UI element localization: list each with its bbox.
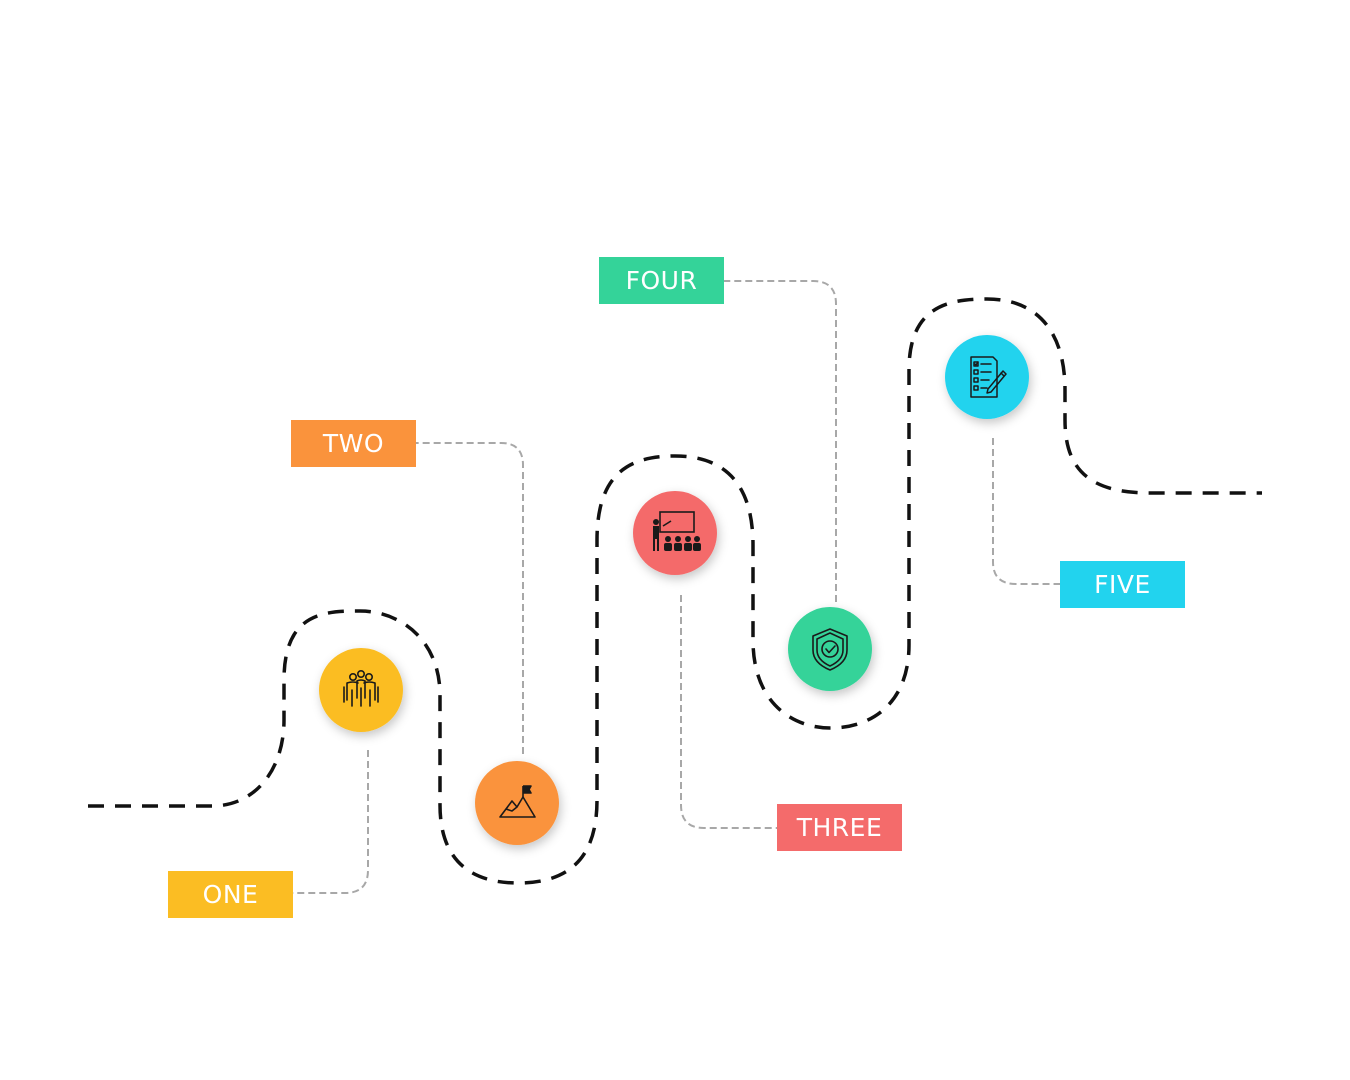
connector-three: [680, 595, 777, 829]
step-one-label: ONE: [168, 871, 293, 918]
step-two-circle: [475, 761, 559, 845]
step-four-circle: [788, 607, 872, 691]
presentation-icon: [653, 511, 701, 551]
step-three-label: THREE: [777, 804, 902, 851]
step-three-circle: [633, 491, 717, 575]
connector-five: [992, 438, 1060, 585]
step-five-circle: [945, 335, 1029, 419]
step-four-label: FOUR: [599, 257, 724, 304]
connector-four: [724, 280, 837, 602]
connector-one: [293, 750, 369, 894]
connector-two: [416, 442, 524, 754]
shield-check-icon: [812, 628, 848, 671]
step-five-label: FIVE: [1060, 561, 1185, 608]
checklist-pen-icon: [970, 356, 1007, 398]
road-path: [88, 297, 1262, 885]
step-two-label: TWO: [291, 420, 416, 467]
mountain-flag-icon: [499, 785, 536, 818]
team-icon: [343, 669, 379, 707]
